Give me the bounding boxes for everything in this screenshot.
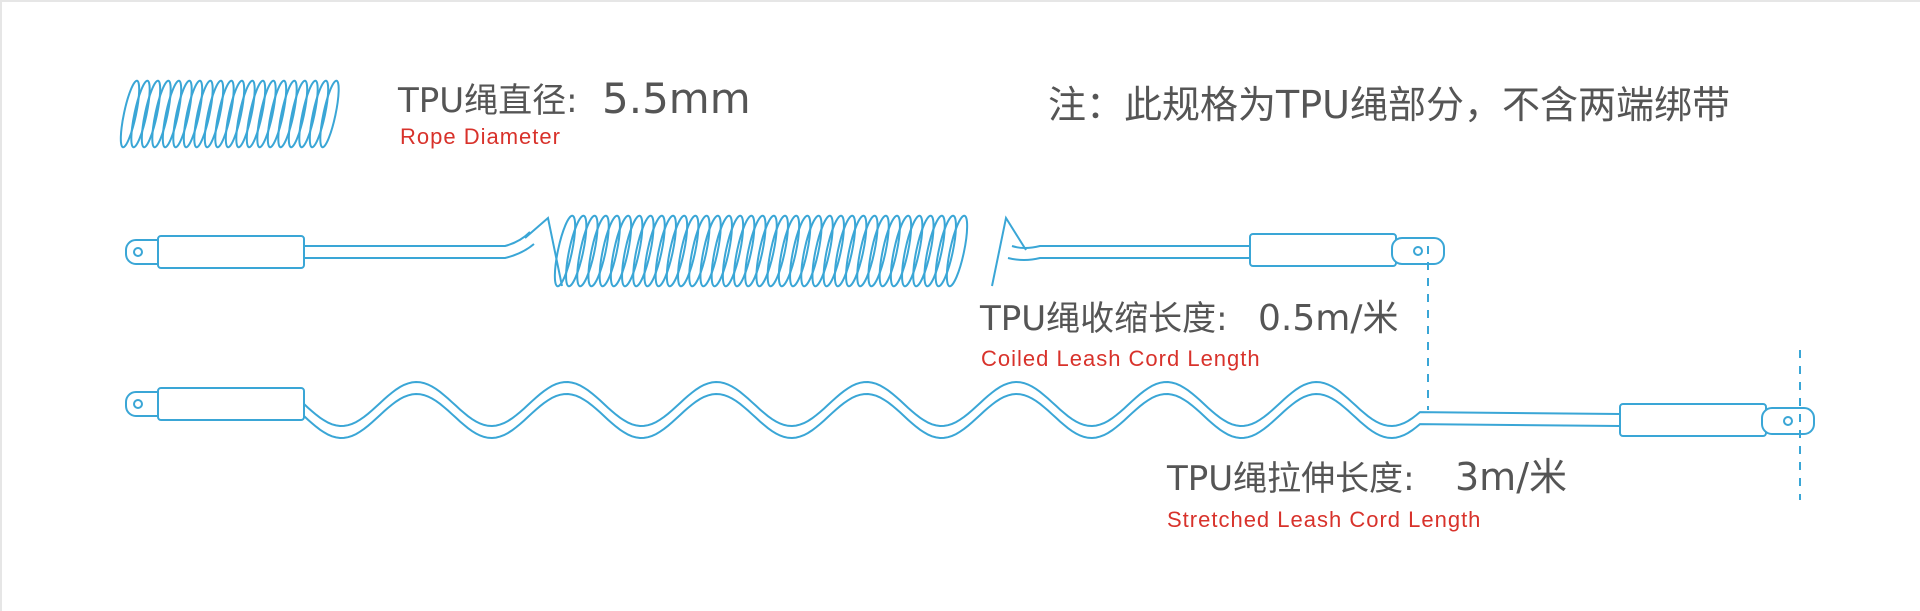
coil-loop <box>203 79 225 149</box>
spec-note: 注：此规格为TPU绳部分，不含两端绑带 <box>1048 83 1730 127</box>
coil-loop <box>721 214 745 288</box>
coil-loop <box>298 79 319 149</box>
coiled-spring-section <box>524 214 1027 288</box>
stretched-wave-upper <box>303 380 1621 428</box>
stretched-wave-lower <box>303 392 1621 440</box>
coil-loop <box>800 214 823 288</box>
coil-loop <box>632 214 655 288</box>
coil-loop <box>565 214 588 288</box>
coil-loop <box>576 214 599 288</box>
stretched-cord <box>125 350 1815 500</box>
coil-loop <box>789 214 812 288</box>
coil-loop <box>609 214 633 288</box>
coil-loop <box>755 214 778 288</box>
coil-loop <box>822 214 845 288</box>
stretched-label-en: Stretched Leash Cord Length <box>1167 507 1481 532</box>
coil-loop <box>287 79 309 149</box>
coil-loop <box>744 214 767 288</box>
coil-loop <box>319 79 340 149</box>
coil-loop <box>161 79 183 149</box>
coiled-left-plug <box>125 235 305 269</box>
rope-coil-icon <box>119 79 340 149</box>
coil-loop <box>867 214 890 288</box>
coiled-label-cn: TPU绳收缩长度: <box>979 299 1228 339</box>
coil-loop <box>889 214 913 288</box>
coil-loop <box>587 214 610 288</box>
coil-transition <box>991 215 1027 287</box>
stretched-left-plug <box>125 387 305 421</box>
coil-loop <box>845 214 868 288</box>
coil-loop <box>553 214 577 288</box>
coil-loop <box>214 79 235 149</box>
coil-loop <box>245 79 267 149</box>
coil-loop <box>621 214 644 288</box>
coil-loop <box>224 79 246 149</box>
coil-loop <box>182 79 204 149</box>
coil-loop <box>130 79 151 149</box>
diameter-label-en: Rope Diameter <box>400 124 561 149</box>
coil-loop <box>901 214 924 288</box>
coil-loop <box>266 79 288 149</box>
coil-loop <box>256 79 277 149</box>
coil-loop <box>811 214 834 288</box>
coil-loop <box>654 214 677 288</box>
coil-loop <box>878 214 901 288</box>
coiled-right-plug <box>1249 233 1445 267</box>
coil-loop <box>643 214 666 288</box>
coil-loop <box>733 214 756 288</box>
coil-loop <box>308 79 330 149</box>
coil-loop <box>193 79 214 149</box>
coil-loop <box>277 79 298 149</box>
coil-loop <box>912 214 935 288</box>
coil-loop <box>766 214 789 288</box>
coil-loop <box>856 214 879 288</box>
coil-loop <box>172 79 193 149</box>
coiled-label-en: Coiled Leash Cord Length <box>981 346 1261 371</box>
stretched-right-plug <box>1619 403 1815 437</box>
coil-loop <box>151 79 172 149</box>
coil-loop <box>934 214 957 288</box>
coiled-value: 0.5m/米 <box>1258 298 1398 339</box>
coil-loop <box>923 214 946 288</box>
stretched-label-cn: TPU绳拉伸长度: <box>1166 459 1415 499</box>
coil-loop <box>677 214 700 288</box>
coil-loop <box>140 79 162 149</box>
coil-loop <box>119 79 141 149</box>
coil-loop <box>833 214 857 288</box>
diameter-value: 5.5mm <box>602 74 751 123</box>
stretched-value: 3m/米 <box>1455 455 1567 499</box>
coil-loop <box>945 214 969 288</box>
coil-loop <box>235 79 256 149</box>
coil-transition <box>524 216 563 287</box>
diameter-label-cn: TPU绳直径: <box>397 81 578 121</box>
coil-loop <box>699 214 722 288</box>
coil-loop <box>598 214 621 288</box>
coiled-cord <box>125 214 1445 410</box>
coil-loop <box>665 214 689 288</box>
coil-loop <box>710 214 733 288</box>
coil-loop <box>688 214 711 288</box>
coil-loop <box>777 214 801 288</box>
